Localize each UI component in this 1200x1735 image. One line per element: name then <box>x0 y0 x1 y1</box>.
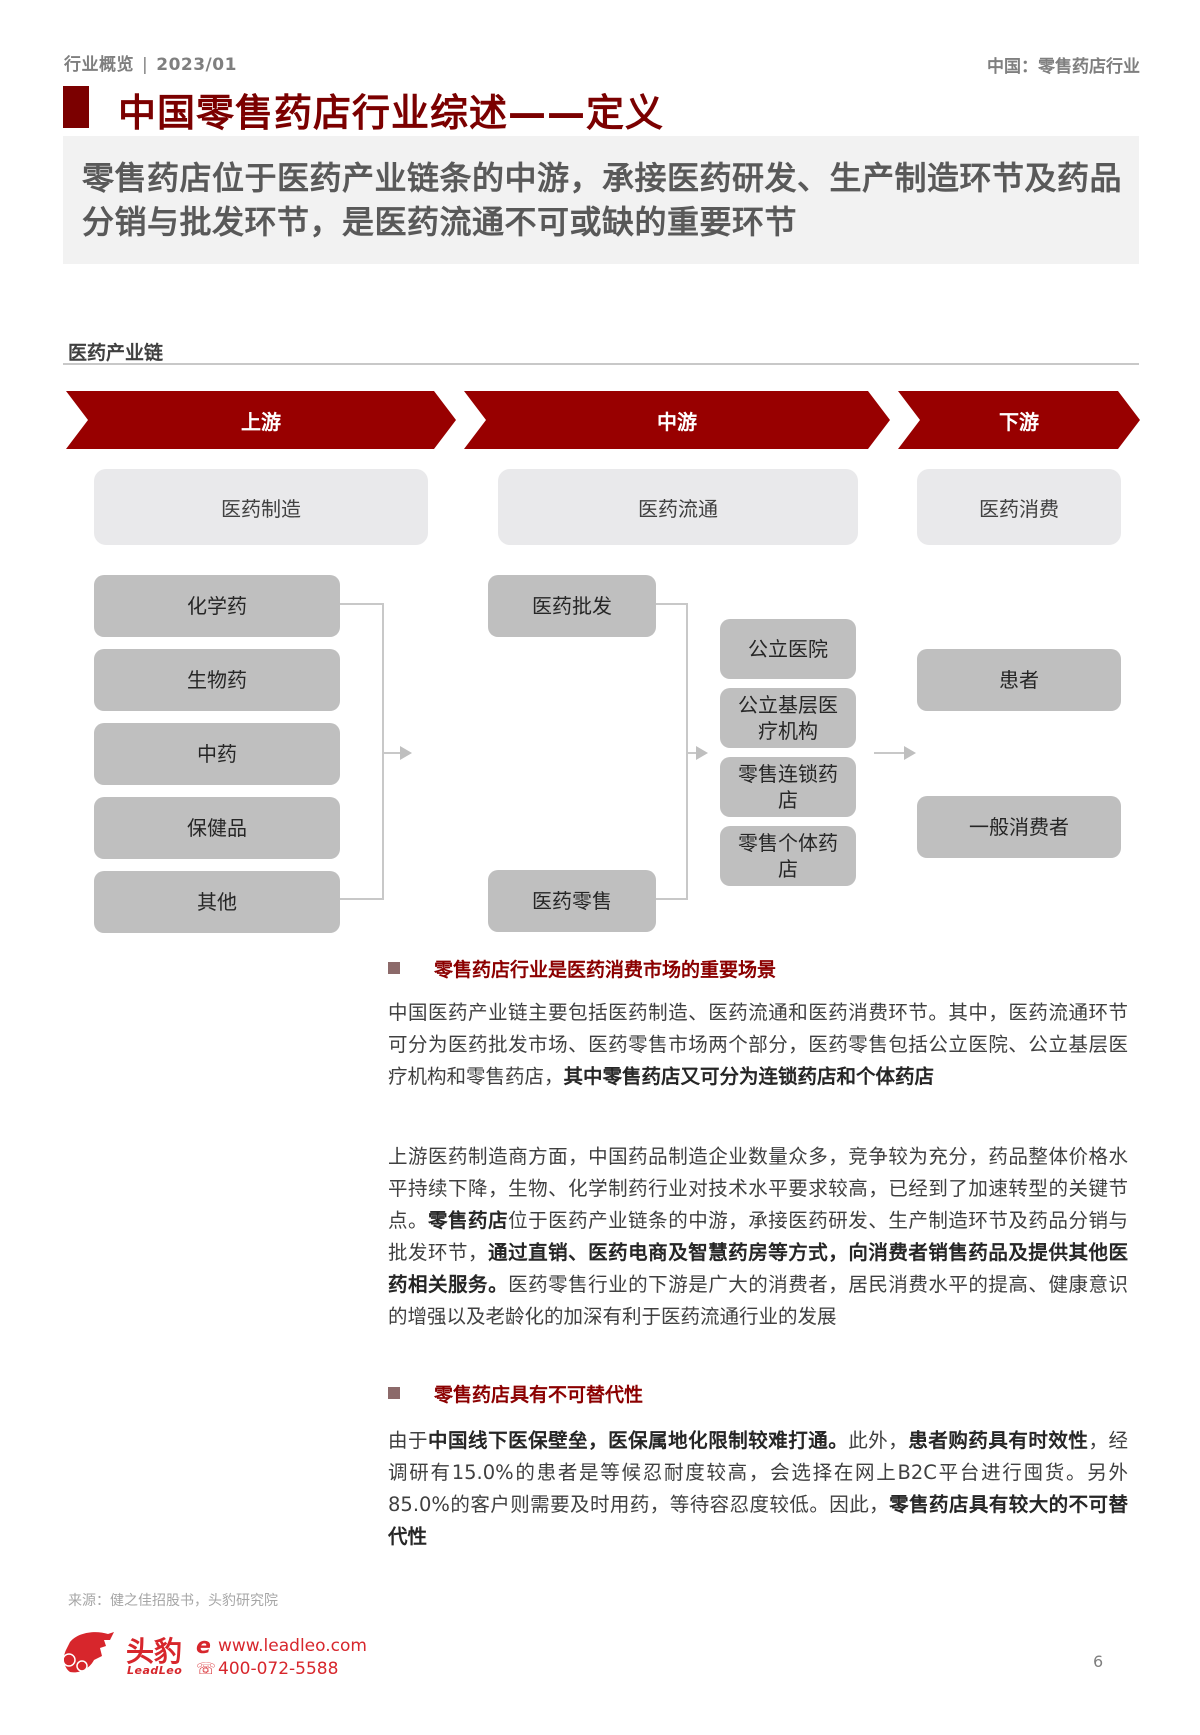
upstream-item-tcm: 中药 <box>94 723 340 785</box>
web-e-icon: e <box>196 1634 211 1659</box>
connector-line <box>656 603 688 605</box>
downstream-patients: 患者 <box>917 649 1121 711</box>
brand-name-en: LeadLeo <box>127 1664 183 1677</box>
text-run-bold: 通过直销、医药电商及智慧药房等方式，向消费者销售药品及提供其他医药相关服务。 <box>388 1241 1128 1296</box>
phone-number: 400-072-5588 <box>218 1659 339 1679</box>
report-category-date: 行业概览 | 2023/01 <box>64 50 237 75</box>
connector-line <box>874 752 906 754</box>
terminal-public-hospital: 公立医院 <box>720 619 856 679</box>
text-run: ，经调研有15.0%的患者是等候忍耐度较高，会选择在网上B2C平台进行囤货。另外… <box>388 1429 1128 1516</box>
text-run: 位于医药产业链条的中游，承接医药研发、生产制造环节及药品分销与批发环节， <box>388 1209 1128 1264</box>
category-consumption: 医药消费 <box>917 469 1121 545</box>
text-run-bold: 零售药店具有较大的不可替代性 <box>388 1493 1128 1548</box>
upstream-item-chemical: 化学药 <box>94 575 340 637</box>
header-separator: | <box>142 55 149 75</box>
paragraph-upstream-analysis: 上游医药制造商方面，中国药品制造企业数量众多，竞争较为充分，药品整体价格水平持续… <box>388 1141 1128 1333</box>
page-number: 6 <box>1093 1652 1104 1671</box>
text-run-bold: 患者购药具有时效性 <box>908 1429 1089 1452</box>
report-category: 行业概览 <box>64 55 134 75</box>
leopard-logo-icon <box>62 1632 114 1673</box>
bullet-square-icon <box>388 962 400 974</box>
arrow-right-icon <box>400 746 412 760</box>
arrow-right-icon <box>904 746 916 760</box>
phone-icon: ☏ <box>196 1659 217 1678</box>
bullet-square-icon <box>388 1387 400 1399</box>
terminal-primary-care: 公立基层医疗机构 <box>720 688 856 748</box>
page-title: 中国零售药店行业综述——定义 <box>118 91 665 135</box>
category-circulation: 医药流通 <box>498 469 858 545</box>
report-date: 2023/01 <box>156 55 237 75</box>
website-link[interactable]: www.leadleo.com <box>218 1636 367 1656</box>
brand-name-cn: 头豹 <box>126 1635 183 1668</box>
connector-line <box>340 898 384 900</box>
summary-text: 零售药店位于医药产业链条的中游，承接医药研发、生产制造环节及药品分销与批发环节，… <box>82 159 1123 241</box>
section-divider <box>63 363 1139 365</box>
terminal-independent-pharmacy: 零售个体药店 <box>720 826 856 886</box>
source-note: 来源：健之佳招股书，头豹研究院 <box>68 1593 278 1609</box>
section-title-important-scene: 零售药店行业是医药消费市场的重要场景 <box>434 959 777 981</box>
upstream-item-biological: 生物药 <box>94 649 340 711</box>
channel-wholesale: 医药批发 <box>488 575 656 637</box>
title-accent-bar <box>63 86 89 128</box>
stage-upstream-chevron: 上游 <box>66 391 456 449</box>
text-run-bold: 零售药店 <box>428 1209 509 1232</box>
connector-line <box>382 603 384 900</box>
chain-section-label: 医药产业链 <box>68 342 164 364</box>
connector-line <box>340 603 384 605</box>
connector-line <box>686 752 698 754</box>
text-run: 医药零售行业的下游是广大的消费者，居民消费水平的提高、健康意识的增强以及老龄化的… <box>388 1273 1128 1328</box>
stage-midstream-chevron: 中游 <box>464 391 890 449</box>
paragraph-industry-chain: 中国医药产业链主要包括医药制造、医药流通和医药消费环节。其中，医药流通环节可分为… <box>388 997 1128 1093</box>
section-title-irreplaceable: 零售药店具有不可替代性 <box>434 1384 644 1406</box>
text-run: 此外， <box>848 1429 909 1452</box>
connector-line <box>656 898 688 900</box>
report-name: 中国：零售药店行业 <box>987 57 1140 77</box>
text-run: 由于 <box>388 1429 429 1452</box>
text-run-bold: 其中零售药店又可分为连锁药店和个体药店 <box>563 1065 935 1088</box>
upstream-item-other: 其他 <box>94 871 340 933</box>
connector-line <box>686 603 688 900</box>
upstream-item-health-products: 保健品 <box>94 797 340 859</box>
summary-box <box>63 136 1139 264</box>
paragraph-irreplaceability: 由于中国线下医保壁垒，医保属地化限制较难打通。此外，患者购药具有时效性，经调研有… <box>388 1425 1128 1553</box>
text-run-bold: 中国线下医保壁垒，医保属地化限制较难打通。 <box>428 1429 849 1452</box>
downstream-consumers: 一般消费者 <box>917 796 1121 858</box>
text-run: 中国医药产业链主要包括医药制造、医药流通和医药消费环节。其中，医药流通环节可分为… <box>388 1001 1128 1088</box>
arrow-right-icon <box>696 746 708 760</box>
text-run: 上游医药制造商方面，中国药品制造企业数量众多，竞争较为充分，药品整体价格水平持续… <box>388 1145 1128 1232</box>
channel-retail: 医药零售 <box>488 870 656 932</box>
terminal-chain-pharmacy: 零售连锁药店 <box>720 757 856 817</box>
connector-line <box>382 752 402 754</box>
stage-downstream-chevron: 下游 <box>898 391 1140 449</box>
category-manufacturing: 医药制造 <box>94 469 428 545</box>
